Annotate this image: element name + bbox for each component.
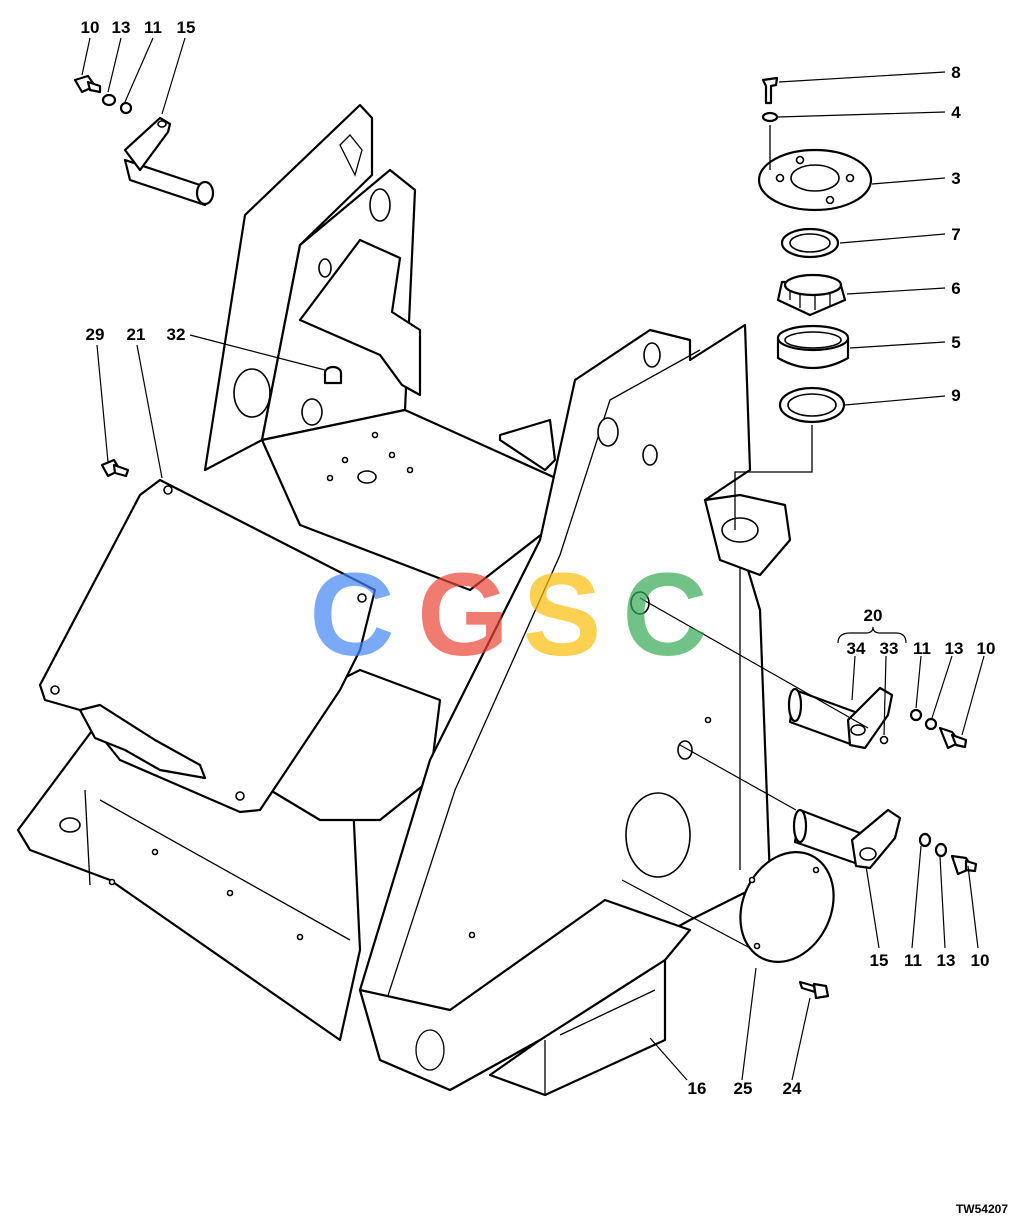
callout-label: 11: [904, 951, 922, 970]
callout-label: 11: [913, 639, 931, 658]
callout-label: 11: [144, 18, 162, 37]
callout-label: 24: [783, 1079, 802, 1098]
callout-label: 4: [951, 103, 961, 122]
callout-group-label: 20: [864, 606, 883, 625]
callout-label: 34: [847, 639, 866, 658]
figure-id: TW54207: [956, 1202, 1008, 1216]
callout-label: 13: [937, 951, 956, 970]
callout-label: 29: [86, 325, 105, 344]
grease-fitting: [323, 365, 343, 385]
callout-label: 25: [734, 1079, 753, 1098]
callout-label: 32: [167, 325, 186, 344]
callout-label: 15: [870, 951, 889, 970]
callout-label: 16: [688, 1079, 707, 1098]
callout-label: 10: [971, 951, 990, 970]
callout-label: 10: [81, 18, 100, 37]
callout-label: 21: [127, 325, 146, 344]
callouts-bearing-stack: 8 4 3 7 6 5 9: [951, 63, 961, 405]
callouts-pin-group: 20 34 33 11 13 10: [847, 606, 996, 658]
bearing-stack: [734, 76, 873, 530]
bolt-29: [100, 458, 130, 478]
pin-lower-right: [679, 744, 978, 876]
loader-frame: [16, 103, 792, 1097]
callout-label: 15: [177, 18, 196, 37]
callout-label: 6: [951, 279, 960, 298]
callout-label: 5: [951, 333, 960, 352]
callout-label: 33: [880, 639, 899, 658]
pin-group-20: [639, 597, 968, 750]
callout-label: 13: [945, 639, 964, 658]
callouts-bottom: 16 25 24: [688, 1079, 802, 1098]
callouts-top-left: 10 13 11 15: [81, 18, 196, 37]
watermark: C G S C: [309, 549, 707, 681]
callout-label: 10: [977, 639, 996, 658]
cover-plate: [38, 478, 377, 814]
callout-label: 7: [951, 225, 960, 244]
callouts-left: 29 21 32: [86, 325, 186, 344]
callout-label: 8: [951, 63, 960, 82]
hardware-top-left: [73, 74, 133, 115]
callouts-lower-right: 15 11 13 10: [870, 951, 990, 970]
watermark-letter: G: [417, 549, 509, 681]
pin-top-left: [123, 116, 215, 207]
watermark-letter: C: [622, 549, 707, 681]
bolt-24: [798, 980, 830, 1000]
leader-lines: [81, 37, 985, 1081]
watermark-letter: S: [523, 549, 602, 681]
callout-label: 13: [112, 18, 131, 37]
callout-label: 3: [951, 169, 960, 188]
round-cover-25: [621, 850, 835, 964]
callout-label: 9: [951, 386, 960, 405]
watermark-letter: C: [309, 549, 394, 681]
